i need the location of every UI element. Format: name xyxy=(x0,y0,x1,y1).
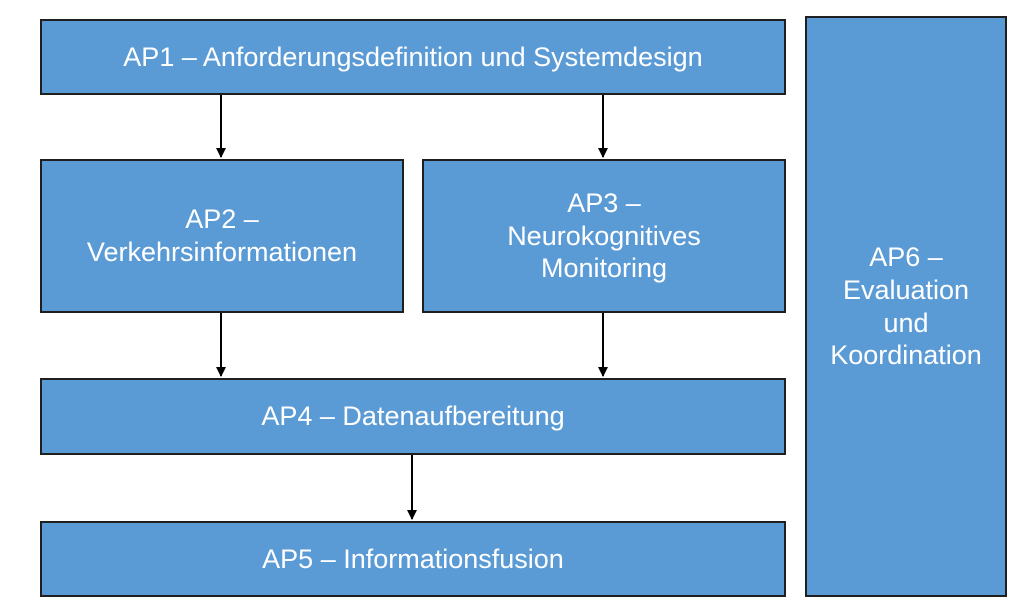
box-ap1: AP1 – Anforderungsdefinition und Systemd… xyxy=(40,19,786,95)
box-ap4-text: AP4 – Datenaufbereitung xyxy=(261,400,564,433)
box-ap2: AP2 – Verkehrsinformationen xyxy=(40,159,404,313)
box-ap6-line: Koordination xyxy=(830,340,982,371)
box-ap3: AP3 – Neurokognitives Monitoring xyxy=(422,159,786,313)
box-ap6-line: AP6 – xyxy=(869,241,943,272)
box-ap1-line: AP1 – Anforderungsdefinition und Systemd… xyxy=(123,41,703,72)
box-ap4: AP4 – Datenaufbereitung xyxy=(40,378,786,455)
box-ap6: AP6 – Evaluation und Koordination xyxy=(805,16,1007,597)
box-ap2-line: AP2 – xyxy=(185,204,259,235)
box-ap3-line: Monitoring xyxy=(540,253,668,284)
box-ap1-text: AP1 – Anforderungsdefinition und Systemd… xyxy=(123,41,702,74)
box-ap6-line: Evaluation xyxy=(842,274,970,305)
box-ap5: AP5 – Informationsfusion xyxy=(40,521,786,597)
box-ap3-line: AP3 – xyxy=(567,187,641,218)
box-ap4-line: AP4 – Datenaufbereitung xyxy=(261,401,565,432)
box-ap6-text: AP6 – Evaluation und Koordination xyxy=(830,241,982,373)
box-ap3-line: Neurokognitives xyxy=(507,220,701,251)
box-ap6-line: und xyxy=(883,307,929,338)
box-ap5-line: AP5 – Informationsfusion xyxy=(262,543,564,574)
box-ap5-text: AP5 – Informationsfusion xyxy=(262,543,564,576)
box-ap3-text: AP3 – Neurokognitives Monitoring xyxy=(507,187,701,286)
box-ap2-line: Verkehrsinformationen xyxy=(86,237,358,267)
box-ap2-text: AP2 – Verkehrsinformationen xyxy=(87,203,357,269)
